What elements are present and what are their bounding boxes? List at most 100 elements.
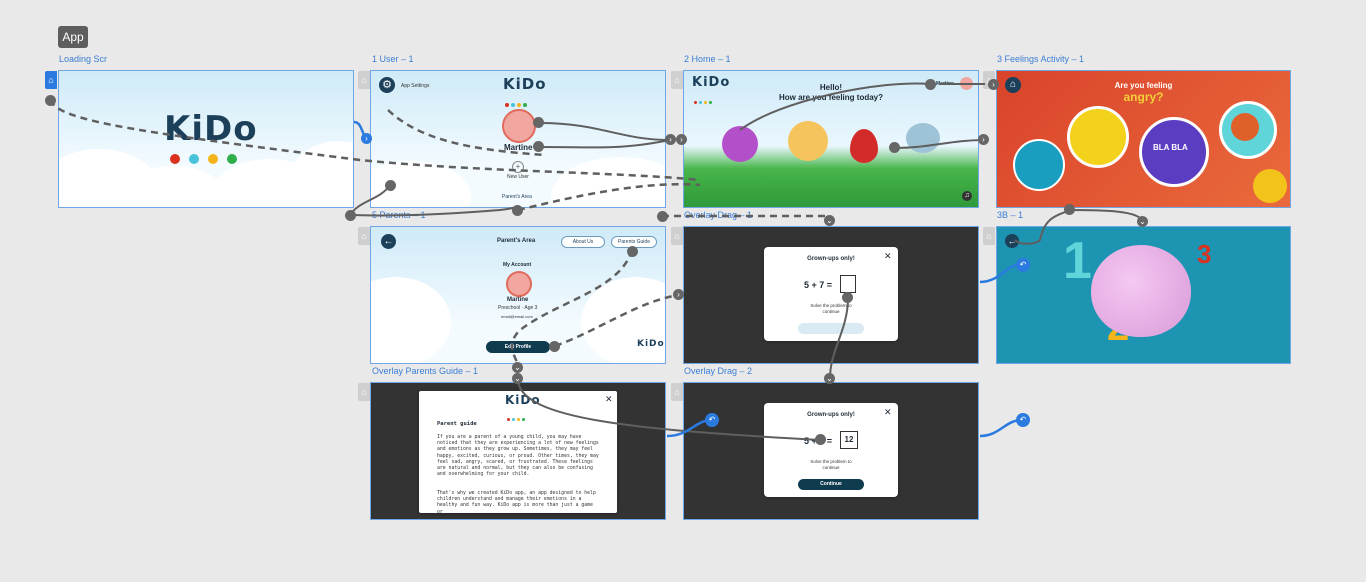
frame-feelings[interactable]: ⌂ Are you feeling angry? BLA BLA	[996, 70, 1291, 208]
chevron-icon[interactable]: ⌄	[824, 373, 835, 384]
continue-button-disabled[interactable]: Continue	[798, 323, 864, 334]
home-tab-3b[interactable]: ⌂	[983, 227, 995, 245]
frame-label-user[interactable]: 1 User – 1	[372, 54, 414, 64]
parents-title: Parent's Area	[497, 238, 536, 244]
chevron-icon[interactable]: ›	[665, 134, 676, 145]
dot-cyan	[511, 103, 515, 107]
frame-parents-guide[interactable]: KiDo ✕ Parent guide If you are a parent …	[370, 382, 666, 520]
home-icon: ⌂	[674, 231, 680, 241]
avatar[interactable]	[960, 77, 973, 90]
connector-node[interactable]	[1064, 204, 1075, 215]
connector-node[interactable]	[533, 141, 544, 152]
connector-node[interactable]	[627, 246, 638, 257]
user-name: Martine	[504, 143, 533, 152]
frame-label-3b[interactable]: 3B – 1	[997, 210, 1024, 220]
connector-node[interactable]	[815, 434, 826, 445]
gear-icon[interactable]: ⚙	[379, 77, 395, 93]
dot-yellow	[517, 418, 520, 421]
chevron-icon[interactable]: ›	[673, 289, 684, 300]
chevron-icon[interactable]: ›	[676, 134, 687, 145]
about-us-button[interactable]: About Us	[561, 236, 605, 248]
chevron-icon[interactable]: ⌄	[1137, 216, 1148, 227]
home-icon: ⌂	[361, 387, 367, 397]
connector-node[interactable]	[345, 210, 356, 221]
frame-loading[interactable]: KiDo	[58, 70, 354, 208]
yellow-flower-character[interactable]	[788, 121, 828, 161]
avatar[interactable]	[502, 109, 536, 143]
frame-label-home[interactable]: 2 Home – 1	[684, 54, 731, 64]
home-tab-parents-guide[interactable]: ⌂	[358, 383, 370, 401]
close-icon[interactable]: ✕	[605, 394, 613, 404]
home-tab-home[interactable]: ⌂	[671, 71, 683, 89]
meditating-character[interactable]	[1091, 245, 1191, 337]
home-icon[interactable]: ⌂	[1005, 77, 1021, 93]
basketball-option[interactable]	[1219, 101, 1277, 159]
music-icon[interactable]: ♫	[962, 191, 972, 201]
home-tab-overlay-drag-2[interactable]: ⌂	[671, 383, 683, 401]
close-icon[interactable]: ✕	[884, 407, 892, 417]
home-tab-overlay-drag-1[interactable]: ⌂	[671, 227, 683, 245]
frame-label-overlay-drag-1[interactable]: Overlay Drag – 1	[684, 210, 753, 220]
frame-user[interactable]: ⚙ App Settings KiDo Martine + New User P…	[370, 70, 666, 208]
calm-character-option[interactable]	[1013, 139, 1065, 191]
feelings-prompt: Are you feeling	[1114, 81, 1173, 90]
frame-label-loading[interactable]: Loading Scr	[59, 54, 108, 64]
dot-yellow	[704, 101, 707, 104]
chevron-icon[interactable]: ›	[988, 79, 999, 90]
new-user-label[interactable]: New User	[507, 174, 529, 180]
cloud-decoration	[289, 141, 353, 207]
close-icon[interactable]: ✕	[884, 251, 892, 261]
frame-overlay-drag-2[interactable]: Grown-ups only! ✕ 5 + 7 = 12 Solve the p…	[683, 382, 979, 520]
connector-node[interactable]	[925, 79, 936, 90]
red-drop-character[interactable]	[850, 129, 878, 163]
chevron-icon[interactable]: ⌄	[512, 362, 523, 373]
connector-node[interactable]	[842, 292, 853, 303]
back-arrow-icon[interactable]: ←	[1005, 234, 1019, 248]
connector-node[interactable]	[549, 341, 560, 352]
user-tag[interactable]: Martine	[936, 81, 954, 87]
add-user-icon[interactable]: +	[512, 161, 524, 173]
guide-heading: Parent guide	[437, 421, 477, 427]
answer-input[interactable]	[840, 275, 856, 293]
continue-button[interactable]: Continue	[798, 479, 864, 490]
chevron-icon[interactable]: ⌄	[512, 373, 523, 384]
dot-yellow	[208, 154, 218, 164]
frame-overlay-drag-1[interactable]: Grown-ups only! ✕ 5 + 7 = Solve the prob…	[683, 226, 979, 364]
home-tab-user[interactable]: ⌂	[358, 71, 370, 89]
blue-cloud-character[interactable]	[906, 123, 940, 153]
frame-parents[interactable]: ← Parent's Area About Us Parents Guide M…	[370, 226, 666, 364]
bla-character-option[interactable]	[1139, 117, 1209, 187]
connector-node[interactable]	[657, 211, 668, 222]
home-icon: ⌂	[674, 75, 680, 85]
chevron-icon[interactable]: ›	[361, 133, 372, 144]
home-tab-loading[interactable]: ⌂	[45, 71, 57, 89]
home-tab-parents[interactable]: ⌂	[358, 227, 370, 245]
frame-label-parents[interactable]: 5 Parents – 1	[372, 210, 426, 220]
app-chip[interactable]: App	[58, 26, 88, 48]
answer-input[interactable]: 12	[840, 431, 858, 449]
avatar[interactable]	[506, 271, 532, 297]
frame-3b[interactable]: ← 1 2 3	[996, 226, 1291, 364]
connector-node[interactable]	[385, 180, 396, 191]
connector-node[interactable]	[889, 142, 900, 153]
app-settings-label[interactable]: App Settings	[401, 83, 430, 89]
connector-node[interactable]	[512, 205, 523, 216]
dot-green	[709, 101, 712, 104]
undo-icon[interactable]: ↶	[1016, 413, 1030, 427]
angry-character-option[interactable]	[1067, 106, 1129, 168]
parents-area-link[interactable]: Parent's Area	[502, 194, 532, 200]
purple-character[interactable]	[722, 126, 758, 162]
connector-node[interactable]	[533, 117, 544, 128]
frame-label-feelings[interactable]: 3 Feelings Activity – 1	[997, 54, 1085, 64]
undo-icon[interactable]: ↶	[705, 413, 719, 427]
connector-node[interactable]	[45, 95, 56, 106]
undo-icon[interactable]: ↶	[1016, 258, 1030, 272]
chevron-icon[interactable]: ⌄	[824, 215, 835, 226]
back-arrow-icon[interactable]: ←	[381, 234, 396, 249]
chevron-icon[interactable]: ›	[978, 134, 989, 145]
frame-label-parents-guide[interactable]: Overlay Parents Guide – 1	[372, 366, 479, 376]
frame-home[interactable]: KiDo Hello! How are you feeling today? M…	[683, 70, 979, 208]
edit-profile-button[interactable]: Edit Profile	[486, 341, 550, 353]
grown-ups-modal: Grown-ups only! ✕ 5 + 7 = Solve the prob…	[764, 247, 898, 341]
frame-label-overlay-drag-2[interactable]: Overlay Drag – 2	[684, 366, 753, 376]
